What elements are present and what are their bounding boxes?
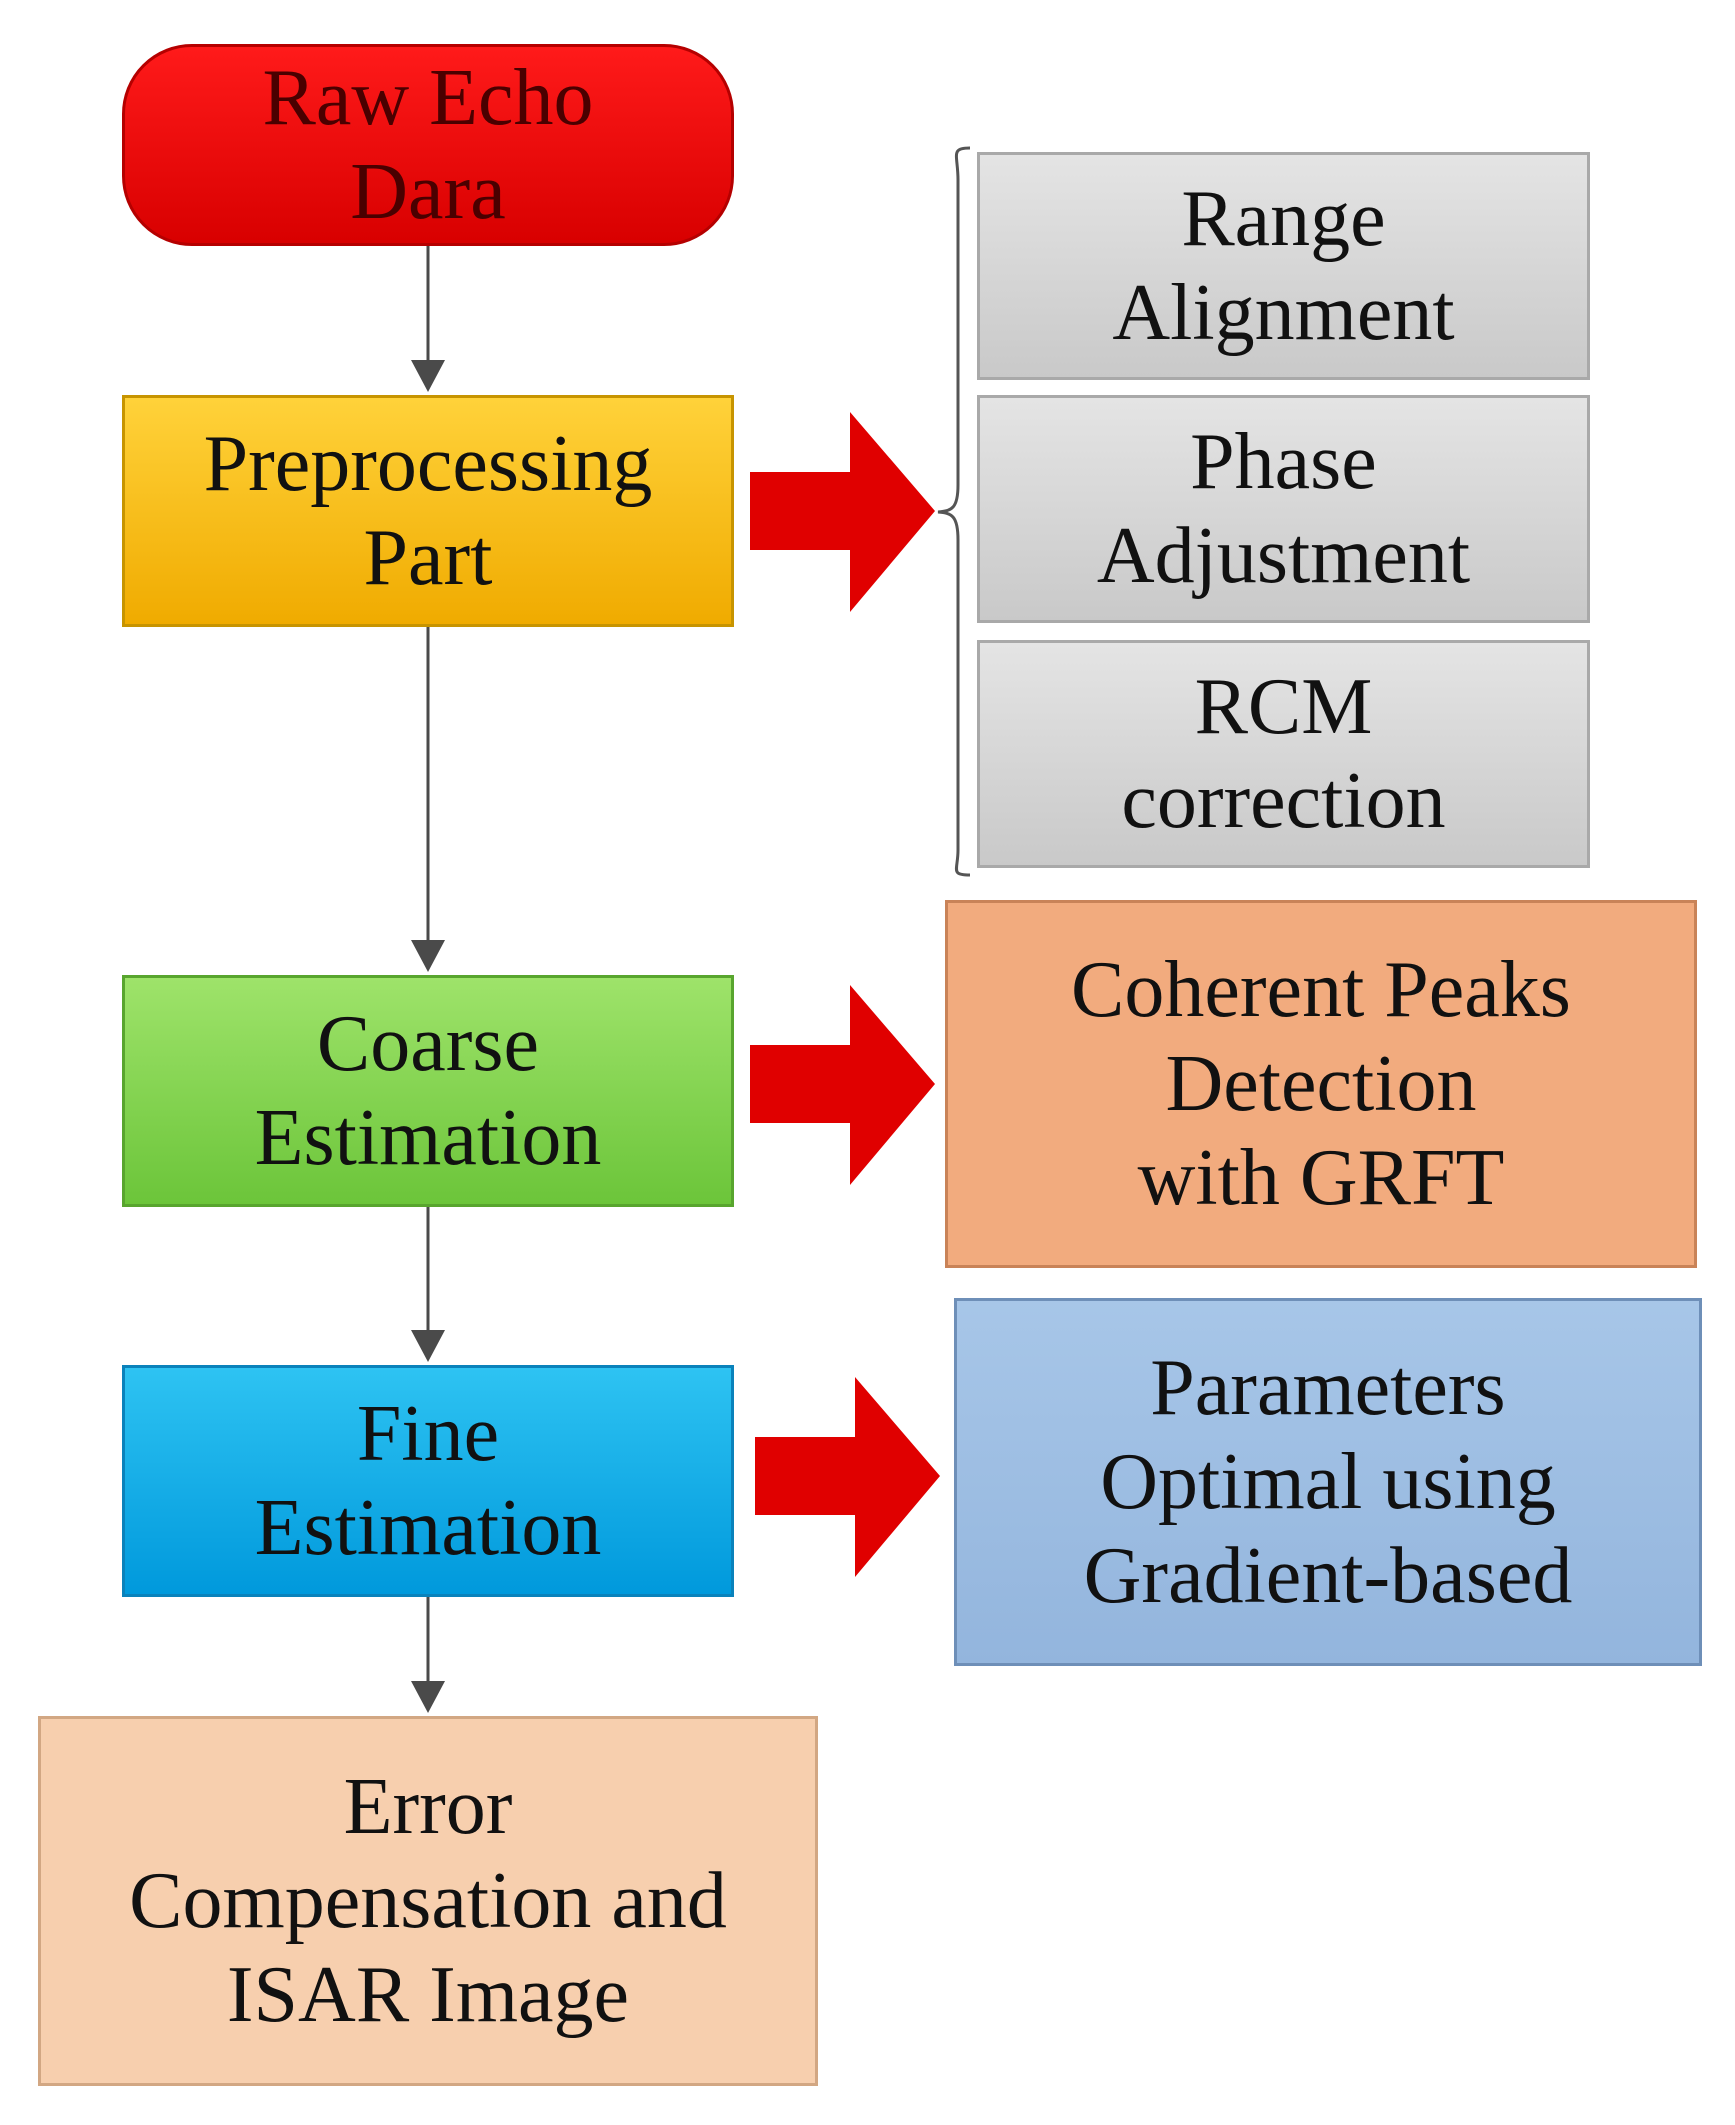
arrowhead-icon	[411, 1330, 445, 1362]
coherent-peaks-detection-node: Coherent Peaks Detection with GRFT	[945, 900, 1697, 1268]
preprocessing-part-node: Preprocessing Part	[122, 395, 734, 627]
block-arrow-fine-icon	[755, 1377, 940, 1577]
connector-preprocessing-to-coarse	[411, 627, 445, 972]
raw-echo-data-node: Raw Echo Dara	[122, 44, 734, 246]
coarse-estimation-node: Coarse Estimation	[122, 975, 734, 1207]
arrowhead-icon	[411, 1681, 445, 1713]
arrowhead-icon	[411, 940, 445, 972]
arrowhead-icon	[411, 360, 445, 392]
parameters-optimal-node: Parameters Optimal using Gradient-based	[954, 1298, 1702, 1666]
error-compensation-node: Error Compensation and ISAR Image	[38, 1716, 818, 2086]
connector-coarse-to-fine	[411, 1207, 445, 1362]
range-alignment-node: Range Alignment	[977, 152, 1590, 380]
curly-brace-icon	[937, 146, 971, 877]
rcm-correction-node: RCM correction	[977, 640, 1590, 868]
connector-fine-to-error	[411, 1597, 445, 1713]
fine-estimation-node: Fine Estimation	[122, 1365, 734, 1597]
block-arrow-preprocessing-icon	[750, 412, 935, 612]
phase-adjustment-node: Phase Adjustment	[977, 395, 1590, 623]
block-arrow-coarse-icon	[750, 985, 935, 1185]
connector-raw-to-preprocessing	[411, 246, 445, 392]
